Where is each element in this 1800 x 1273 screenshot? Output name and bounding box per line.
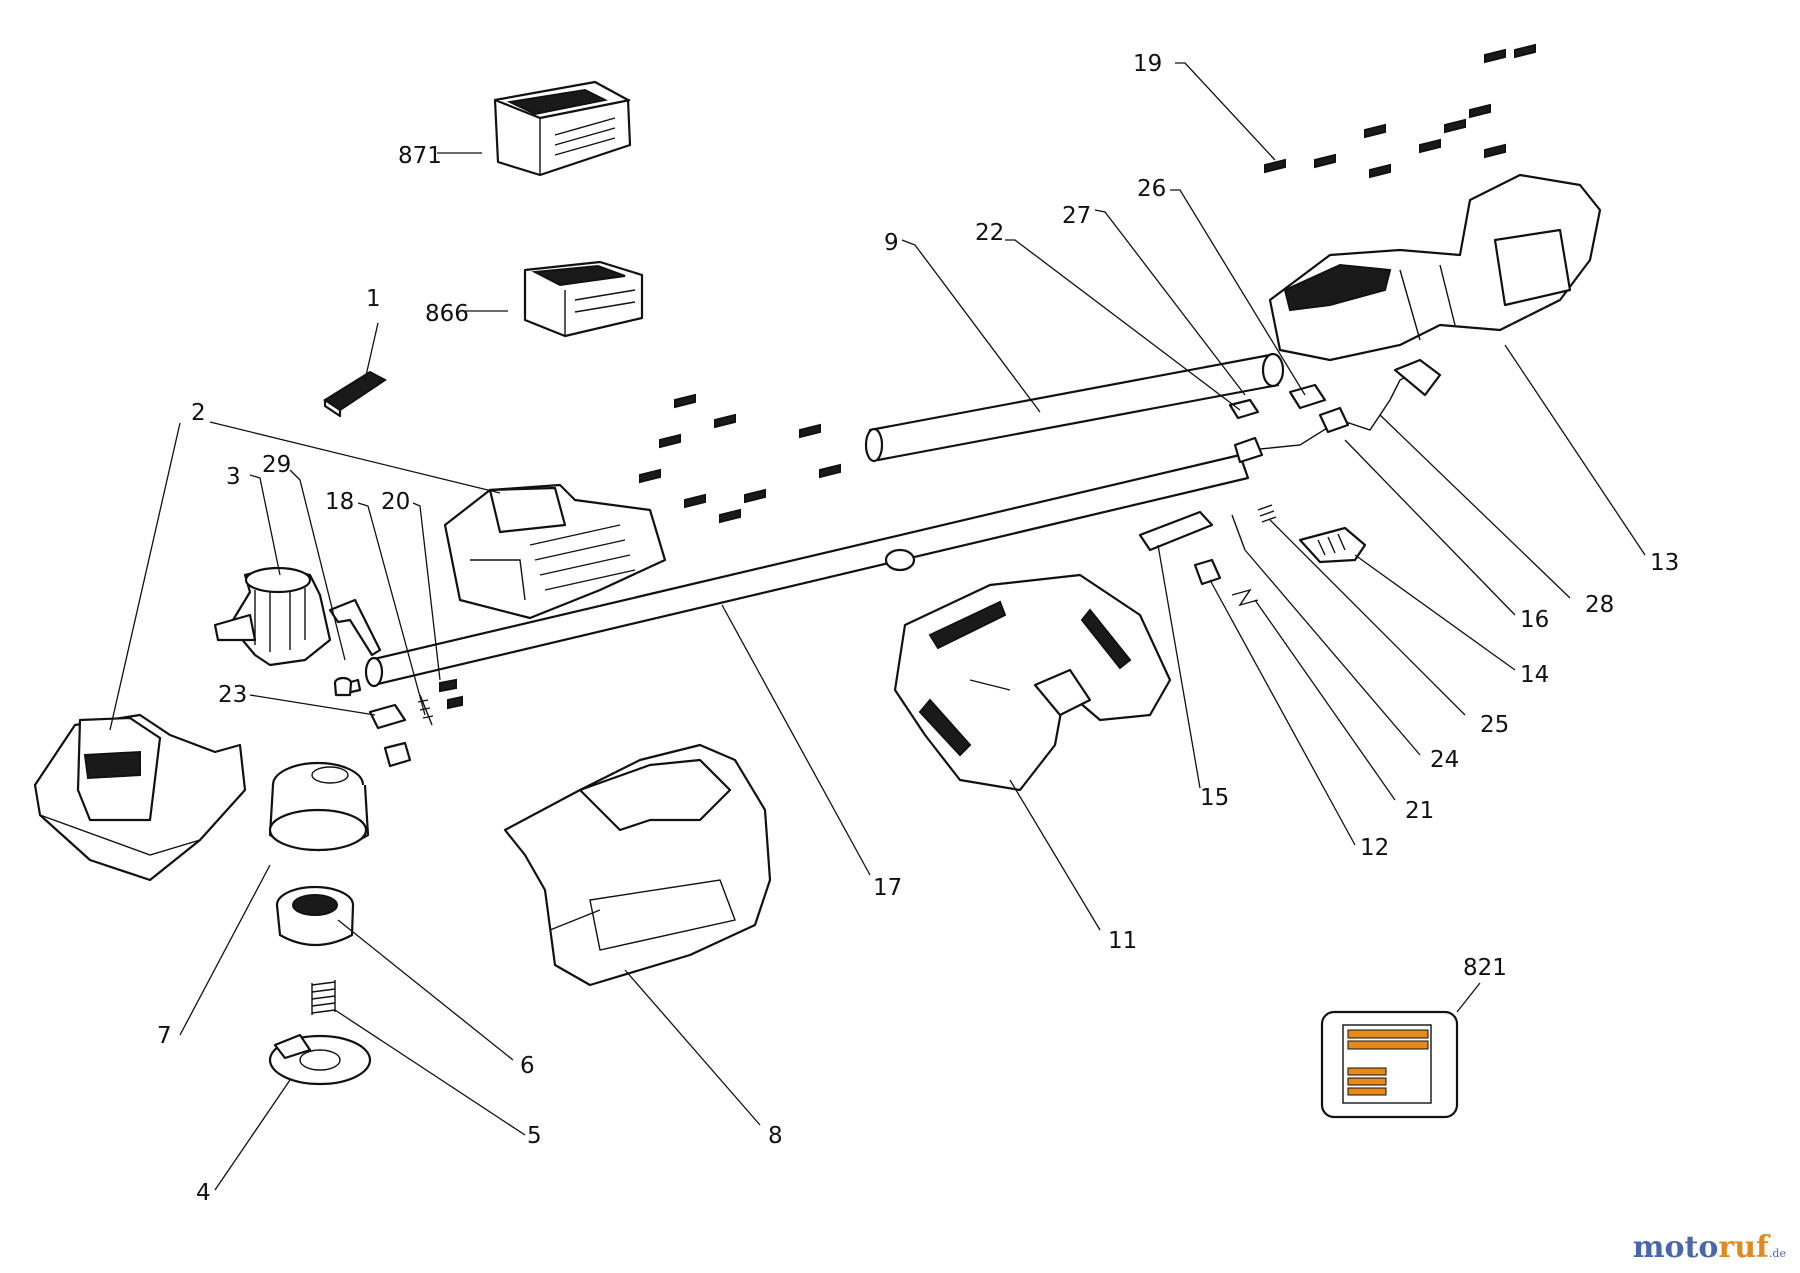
label-15: 15 <box>1200 785 1229 811</box>
front-handle-part-11 <box>893 573 1172 792</box>
lock-part-12 <box>1193 558 1222 586</box>
pin-part-18 <box>417 694 434 726</box>
label-6: 6 <box>520 1053 535 1079</box>
label-5: 5 <box>527 1123 542 1149</box>
switch-part-1 <box>323 370 387 418</box>
spring-part-5 <box>311 980 336 1015</box>
watermark-logo: motoruf.de <box>1633 1230 1786 1265</box>
spring-part-21 <box>1231 588 1259 607</box>
watermark-suffix: .de <box>1768 1247 1786 1260</box>
label-871: 871 <box>398 143 442 169</box>
spring-part-25 <box>1257 504 1277 523</box>
label-23: 23 <box>218 682 247 708</box>
motor-housing-part-2 <box>443 483 667 620</box>
upper-shaft-part-9 <box>864 352 1285 463</box>
label-26: 26 <box>1137 176 1166 202</box>
label-12: 12 <box>1360 835 1389 861</box>
spool-cover-part-7 <box>268 761 370 852</box>
guard-part-8 <box>503 743 772 987</box>
label-18: 18 <box>325 489 354 515</box>
switch-part-26 <box>1288 383 1327 410</box>
label-28: 28 <box>1585 592 1614 618</box>
label-3: 3 <box>226 464 241 490</box>
label-14: 14 <box>1520 662 1549 688</box>
cap-part-4 <box>268 1033 372 1086</box>
screws-scattered <box>639 43 1536 524</box>
spool-part-6 <box>275 885 355 946</box>
label-8: 8 <box>768 1123 783 1149</box>
label-19: 19 <box>1133 51 1162 77</box>
trigger-part-15 <box>1138 510 1214 552</box>
spring-part-24 <box>1231 514 1246 551</box>
label-20: 20 <box>381 489 410 515</box>
watermark-part-2: ruf <box>1718 1230 1769 1265</box>
label-part-821 <box>1320 1010 1459 1119</box>
label-16: 16 <box>1520 607 1549 633</box>
label-866: 866 <box>425 301 469 327</box>
watermark-part-1: moto <box>1632 1230 1719 1265</box>
leader-lines <box>109 62 1646 1191</box>
label-24: 24 <box>1430 747 1459 773</box>
part-number-labels: 871 866 1 2 3 29 18 20 23 7 6 5 4 8 17 9… <box>157 51 1679 1206</box>
label-21: 21 <box>1405 798 1434 824</box>
switch-part-22 <box>1228 398 1260 420</box>
label-2: 2 <box>191 400 206 426</box>
label-29: 29 <box>262 452 291 478</box>
clip-part-29 <box>328 598 382 657</box>
screws-part-20 <box>439 678 463 710</box>
label-13: 13 <box>1650 550 1679 576</box>
trimmer-head-housing <box>33 713 247 882</box>
label-7: 7 <box>157 1023 172 1049</box>
label-17: 17 <box>873 875 902 901</box>
motor-part-3 <box>213 566 332 667</box>
label-4: 4 <box>196 1180 211 1206</box>
label-22: 22 <box>975 220 1004 246</box>
battery-871 <box>493 80 632 177</box>
rear-handle-part-13 <box>1268 173 1602 362</box>
label-9: 9 <box>884 230 899 256</box>
label-11: 11 <box>1108 928 1137 954</box>
battery-866 <box>523 260 644 338</box>
label-1: 1 <box>366 286 381 312</box>
label-821: 821 <box>1463 955 1507 981</box>
label-27: 27 <box>1062 203 1091 229</box>
plug-part <box>383 741 412 768</box>
label-25: 25 <box>1480 712 1509 738</box>
trigger-part-14 <box>1298 526 1367 564</box>
wiring-harness-part-28 <box>1233 358 1442 464</box>
cylinder-part-small <box>333 676 353 697</box>
lower-shaft-part-17 <box>364 453 1250 688</box>
